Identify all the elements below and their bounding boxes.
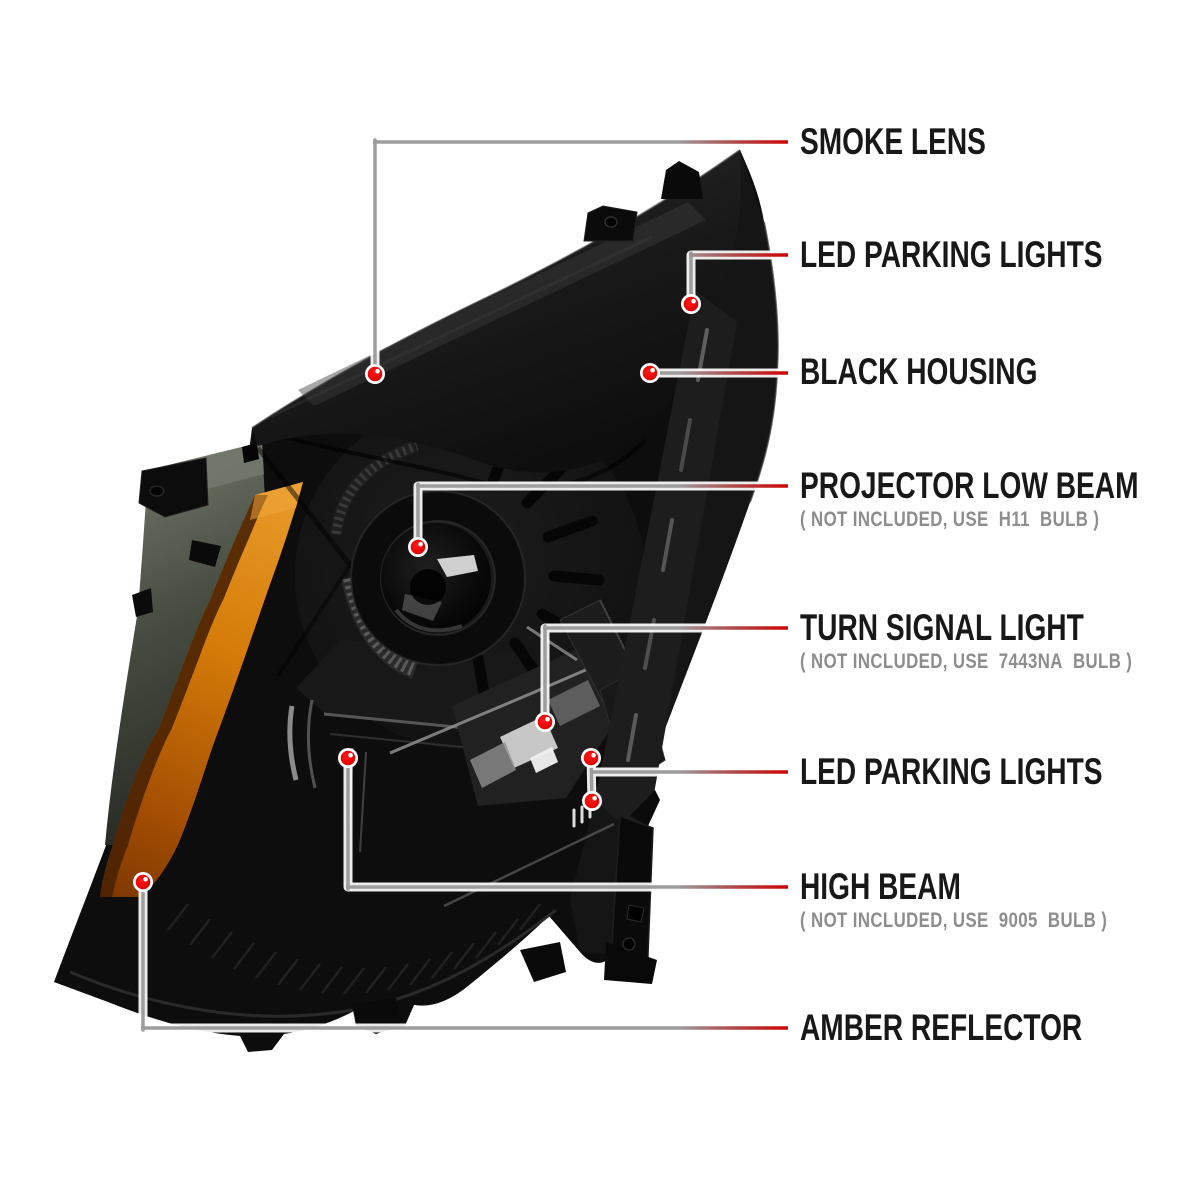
callout-dot-amber-reflector bbox=[133, 872, 153, 892]
callout-dot-high-beam bbox=[338, 748, 358, 768]
tab-hole bbox=[604, 216, 618, 228]
side-lens-panel bbox=[105, 442, 266, 845]
left-mounting-tab bbox=[138, 457, 209, 518]
callout-dot-turn-signal bbox=[535, 712, 555, 732]
mounting-bracket bbox=[604, 790, 660, 984]
headlight-body bbox=[54, 149, 779, 1052]
top-fin-tab bbox=[661, 161, 703, 199]
callout-label-led-parking-top: LED PARKING LIGHTS bbox=[800, 236, 1200, 274]
callout-title: HIGH BEAM bbox=[800, 866, 961, 907]
callout-title: BLACK HOUSING bbox=[800, 351, 1038, 392]
projector-bezel bbox=[351, 491, 525, 665]
callout-label-black-housing: BLACK HOUSING bbox=[800, 353, 1200, 391]
callout-title: LED PARKING LIGHTS bbox=[800, 751, 1103, 792]
callout-note: ( NOT INCLUDED, USE H11 BULB ) bbox=[800, 508, 1100, 531]
callout-title: SMOKE LENS bbox=[800, 121, 986, 162]
callout-label-projector-low-beam: PROJECTOR LOW BEAM ( NOT INCLUDED, USE H… bbox=[800, 465, 1200, 532]
callout-label-high-beam: HIGH BEAM ( NOT INCLUDED, USE 9005 BULB … bbox=[800, 866, 1200, 933]
vent-hatch-lines bbox=[167, 903, 541, 995]
callout-dot-projector-low-beam bbox=[408, 537, 428, 557]
wing-highlight-streak bbox=[298, 202, 706, 406]
amber-reflector-shape bbox=[100, 482, 303, 897]
callout-dot-led-parking-bottom-2 bbox=[582, 791, 602, 811]
callout-label-turn-signal: TURN SIGNAL LIGHT ( NOT INCLUDED, USE 74… bbox=[800, 607, 1200, 674]
callout-title: PROJECTOR LOW BEAM bbox=[800, 465, 1139, 506]
callout-title: LED PARKING LIGHTS bbox=[800, 234, 1103, 275]
amber-edge bbox=[100, 495, 268, 897]
callout-note: ( NOT INCLUDED, USE 7443NA BULB ) bbox=[800, 650, 1133, 673]
callout-dot-led-parking-bottom-1 bbox=[581, 748, 601, 768]
high-beam-reflector-streak bbox=[287, 705, 299, 781]
callout-title: TURN SIGNAL LIGHT bbox=[800, 607, 1084, 648]
callout-label-amber-reflector: AMBER REFLECTOR bbox=[800, 1009, 1200, 1047]
bottom-foot-tab bbox=[520, 942, 566, 982]
callout-dot-smoke-lens bbox=[365, 364, 385, 384]
callout-dots bbox=[133, 294, 701, 892]
callout-dot-led-parking-top bbox=[681, 294, 701, 314]
lens-reflection bbox=[437, 555, 478, 577]
callout-title: AMBER REFLECTOR bbox=[800, 1007, 1083, 1048]
callout-dot-black-housing bbox=[640, 363, 660, 383]
led-parking-strip bbox=[595, 290, 737, 845]
callout-label-led-parking-bottom: LED PARKING LIGHTS bbox=[800, 753, 1200, 791]
callout-note: ( NOT INCLUDED, USE 9005 BULB ) bbox=[800, 909, 1108, 932]
callout-label-smoke-lens: SMOKE LENS bbox=[800, 123, 1200, 161]
